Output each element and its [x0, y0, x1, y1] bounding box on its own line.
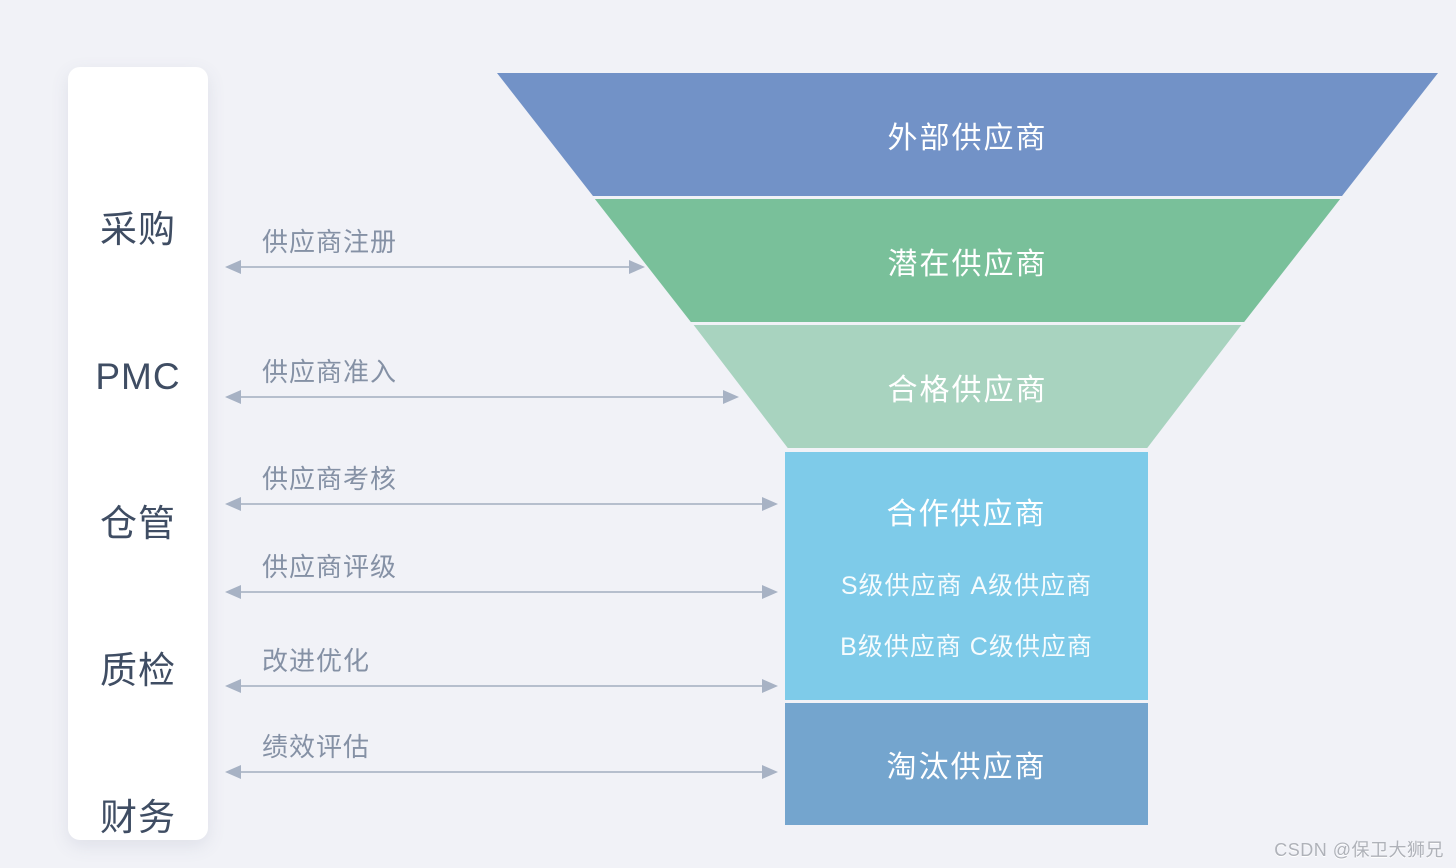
process-arrow-performance [225, 765, 778, 779]
process-label-admission: 供应商准入 [262, 357, 398, 387]
arrowhead-right-icon [762, 765, 778, 779]
funnel-stage-qualified: 合格供应商 [693, 325, 1242, 448]
process-label-rating: 供应商评级 [262, 552, 398, 582]
arrowhead-right-icon [762, 497, 778, 511]
department-finance: 财务 [100, 797, 176, 838]
funnel-stage-label: 淘汰供应商 [886, 751, 1047, 784]
process-label-improvement: 改进优化 [262, 646, 371, 676]
funnel-stage-label: 外部供应商 [887, 121, 1048, 155]
process-label-performance: 绩效评估 [262, 732, 371, 762]
arrowhead-right-icon [762, 585, 778, 599]
funnel-stage-eliminated: 淘汰供应商 [785, 703, 1148, 825]
department-procurement: 采购 [100, 209, 176, 250]
arrowhead-left-icon [225, 260, 241, 274]
departments-panel: 采购 PMC 仓管 质检 财务 [68, 67, 208, 840]
arrowhead-left-icon [225, 765, 241, 779]
funnel-stage-label: 合格供应商 [887, 373, 1048, 407]
funnel-stage-cooperative: 合作供应商 S级供应商 A级供应商 B级供应商 C级供应商 [785, 452, 1148, 700]
department-pmc: PMC [95, 356, 181, 397]
funnel-stage-label: 潜在供应商 [887, 247, 1048, 281]
arrowhead-left-icon [225, 497, 241, 511]
funnel-stage-external: 外部供应商 [497, 73, 1438, 196]
arrowhead-left-icon [225, 390, 241, 404]
process-arrow-assessment [225, 497, 778, 511]
process-label-assessment: 供应商考核 [262, 464, 398, 494]
process-arrow-improvement [225, 679, 778, 693]
csdn-watermark: CSDN @保卫大狮兄 [1274, 840, 1444, 860]
funnel-stage-label: 合作供应商 [886, 498, 1047, 531]
supplier-grade-line-bc: B级供应商 C级供应商 [840, 633, 1093, 661]
department-quality: 质检 [100, 650, 176, 691]
process-label-registration: 供应商注册 [262, 227, 398, 257]
arrowhead-left-icon [225, 679, 241, 693]
supplier-funnel: 外部供应商 潜在供应商 合格供应商 [497, 73, 1438, 449]
arrowhead-right-icon [762, 679, 778, 693]
arrowhead-right-icon [723, 390, 739, 404]
process-arrow-rating [225, 585, 778, 599]
department-warehouse: 仓管 [100, 503, 176, 544]
arrowhead-left-icon [225, 585, 241, 599]
process-arrow-admission [225, 390, 739, 404]
process-arrow-registration [225, 260, 645, 274]
arrowhead-right-icon [629, 260, 645, 274]
supplier-grade-line-sa: S级供应商 A级供应商 [840, 572, 1093, 600]
funnel-stage-potential: 潜在供应商 [594, 199, 1341, 322]
